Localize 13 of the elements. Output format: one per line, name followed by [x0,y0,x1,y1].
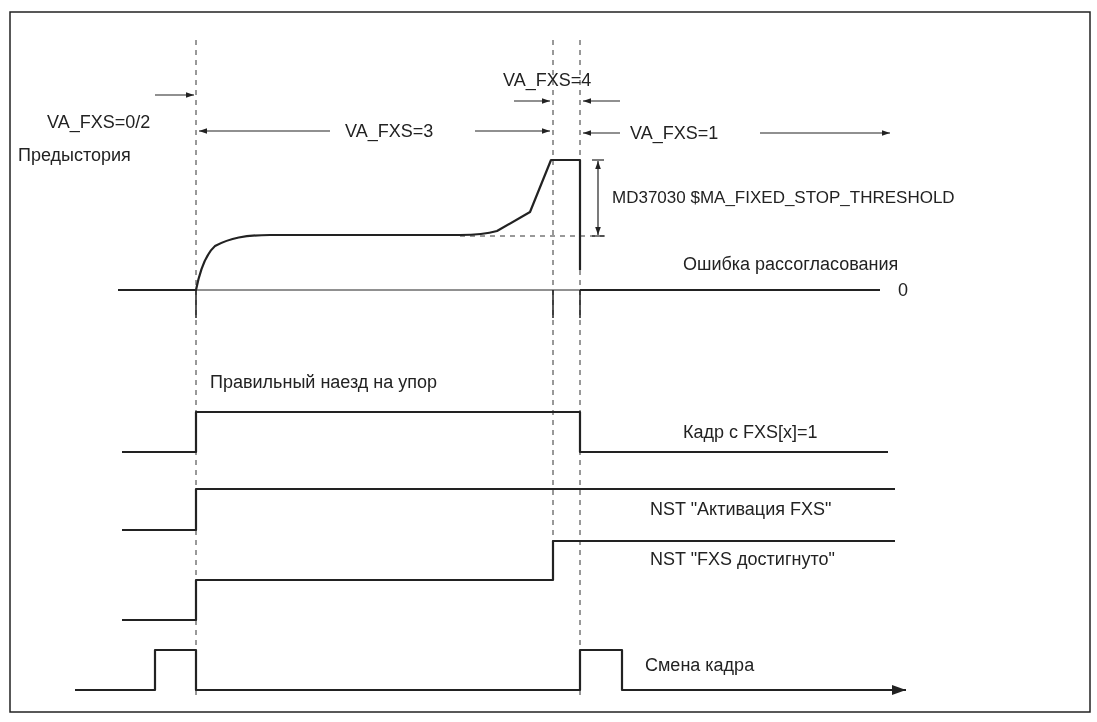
state-label: VA_FXS=0/2 [47,112,151,132]
signal-label: Кадр с FXS[x]=1 [683,422,818,442]
state-label: VA_FXS=3 [345,121,434,141]
signal-label: NST "FXS достигнуто" [650,549,835,569]
state-label: VA_FXS=1 [630,123,719,143]
state-label: VA_FXS=4 [503,70,592,90]
signal-label: NST "Активация FXS" [650,499,832,519]
signal-label: Правильный наезд на упор [210,372,438,392]
phase-label: Предыстория [18,145,131,165]
signal-label: Ошибка рассогласования [683,254,899,274]
threshold-label: MD37030 $MA_FIXED_STOP_THRESHOLD [612,188,955,208]
axis-value: 0 [898,280,908,300]
signal-label: Смена кадра [645,655,755,675]
